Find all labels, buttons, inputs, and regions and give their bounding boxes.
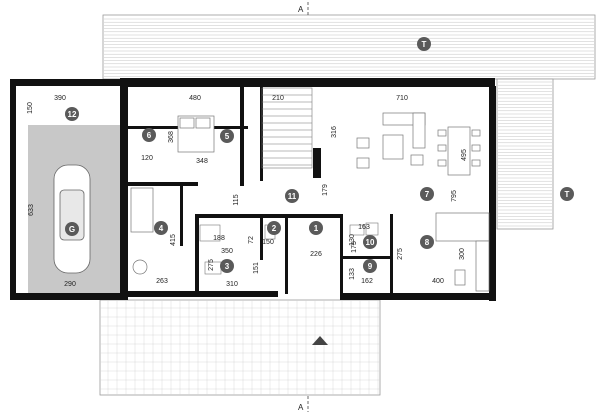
dimension-label: 188 — [213, 235, 225, 242]
dimension-label: 275 — [397, 248, 404, 260]
dimension-label: 495 — [461, 149, 468, 161]
room-badge — [420, 187, 434, 201]
top-terrace — [102, 14, 596, 80]
dimension-label: 400 — [432, 278, 444, 285]
dimension-label: 348 — [196, 158, 208, 165]
room-badge — [220, 129, 234, 143]
dimension-label: 72 — [248, 236, 255, 244]
car-icon — [53, 164, 91, 274]
room-badge-label: 2 — [272, 224, 277, 233]
dimension-label: 150 — [27, 102, 34, 114]
section-mark-bottom: A — [298, 403, 304, 412]
dimension-label: 151 — [253, 262, 260, 274]
room-badge-label: T — [422, 40, 427, 49]
room-badge-label: 6 — [147, 131, 152, 140]
room-badge-label: 5 — [225, 132, 230, 141]
room-badge — [220, 259, 234, 273]
section-mark-top: A — [298, 5, 304, 14]
dimension-label: 226 — [310, 251, 322, 258]
room-badge-label: 3 — [225, 262, 230, 271]
dimension-label: 133 — [349, 268, 356, 280]
room-badge — [363, 259, 377, 273]
dimension-label: 633 — [28, 204, 35, 216]
room-badge — [363, 235, 377, 249]
room-badge-label: 10 — [366, 238, 375, 247]
room-badge — [142, 128, 156, 142]
dimension-label: 390 — [54, 95, 66, 102]
section-line: A A — [298, 2, 309, 412]
room-badge-label: 4 — [159, 224, 164, 233]
room-badge-label: 8 — [425, 238, 430, 247]
living-furniture — [356, 112, 481, 176]
room-badge-label: 12 — [68, 110, 77, 119]
dimension-label: 350 — [221, 248, 233, 255]
dimension-label: 710 — [396, 95, 408, 102]
dimension-label: 310 — [226, 281, 238, 288]
dimension-label: 210 — [272, 95, 284, 102]
walls — [10, 78, 496, 301]
dimension-label: 120 — [141, 155, 153, 162]
room-badge-label: 1 — [314, 224, 319, 233]
room-badge-label: G — [69, 225, 75, 234]
dimension-label: 480 — [189, 95, 201, 102]
dimension-label: 163 — [358, 224, 370, 231]
kitchen-counter — [435, 212, 490, 292]
dimension-label: 795 — [451, 190, 458, 202]
room-badge-label: 11 — [288, 192, 297, 201]
room-badge-label: 7 — [425, 190, 430, 199]
room-badge-label: 9 — [368, 262, 373, 271]
room-badge — [65, 107, 79, 121]
room-badge — [267, 221, 281, 235]
room-badge — [154, 221, 168, 235]
room-badge-label: T — [565, 190, 570, 199]
room-badge — [285, 189, 299, 203]
dimension-label: 415 — [170, 234, 177, 246]
dimension-label: 175 — [351, 241, 358, 253]
dimension-label: 150 — [262, 239, 274, 246]
entrance-paving — [99, 299, 381, 396]
bedroom-furniture — [130, 115, 215, 275]
dimension-label: 316 — [331, 126, 338, 138]
stairs — [261, 87, 313, 169]
dimension-label: 275 — [208, 259, 215, 271]
right-terrace — [496, 78, 554, 230]
dimension-label: 130 — [349, 234, 356, 246]
dimension-label: 179 — [322, 184, 329, 196]
dimension-label: 368 — [168, 131, 175, 143]
dimension-label: 300 — [459, 248, 466, 260]
room-badge — [309, 221, 323, 235]
room-badge — [65, 222, 79, 236]
dimension-label: 162 — [361, 278, 373, 285]
dimension-label: 263 — [156, 278, 168, 285]
room-badge — [417, 37, 431, 51]
room-badge — [560, 187, 574, 201]
dimension-label: 115 — [233, 194, 240, 205]
room-badge — [420, 235, 434, 249]
dimension-label: 290 — [64, 281, 76, 288]
entrance-arrow-icon — [312, 336, 328, 345]
